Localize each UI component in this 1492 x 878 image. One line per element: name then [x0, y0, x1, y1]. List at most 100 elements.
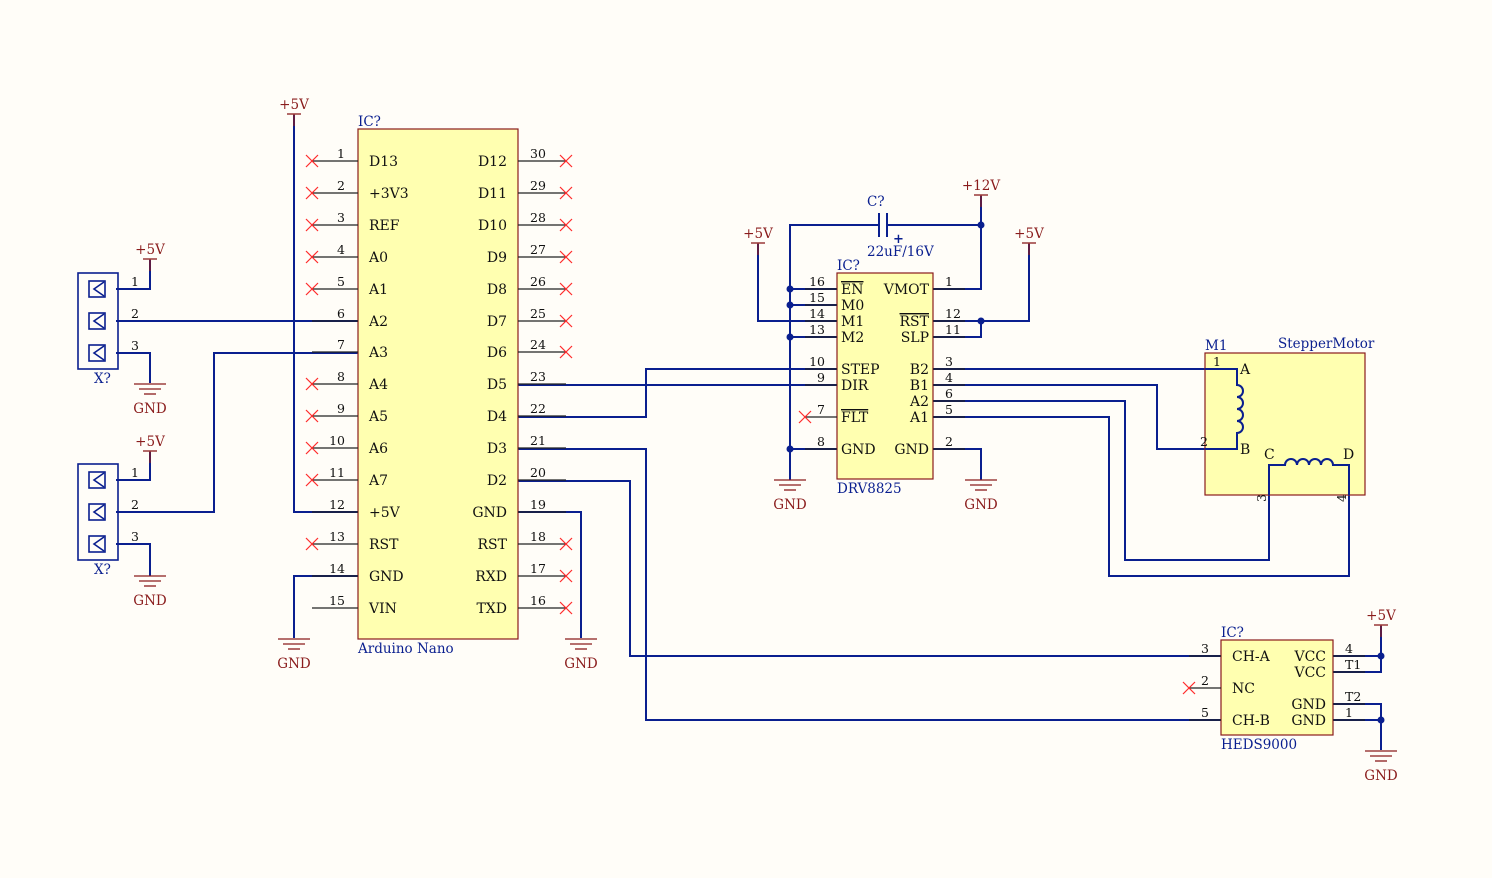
ground-symbol: GND — [133, 383, 167, 417]
connector-designator: X? — [94, 562, 111, 578]
no-connect-mark — [559, 282, 573, 296]
pin-number: 16 — [530, 593, 546, 608]
pin-name: NC — [1232, 681, 1255, 697]
pin-number: 22 — [530, 401, 546, 416]
nano-designator: IC? — [358, 114, 381, 130]
power-label: +12V — [962, 178, 1000, 194]
pin-number: 2 — [1201, 673, 1209, 688]
wire-nano-5v — [293, 115, 358, 513]
coil-label-b: B — [1240, 442, 1250, 458]
wire-x2-pin3-gnd — [116, 543, 151, 576]
pin-number: 17 — [530, 561, 546, 576]
power-symbol: +5V — [279, 97, 309, 126]
power-label: +5V — [279, 97, 309, 113]
pin-number: 8 — [337, 369, 345, 384]
arduino-nano[interactable]: IC? Arduino Nano 1D132+3V33REF4A05A16A27… — [305, 114, 573, 657]
wire-enc-gnd-t2 — [1333, 703, 1382, 720]
pin-number: 14 — [329, 561, 345, 576]
pin-number: 15 — [809, 290, 825, 305]
connector-pin-number: 2 — [131, 497, 139, 512]
pin-name: B1 — [910, 378, 929, 394]
power-symbol: +5V — [135, 434, 165, 463]
pin-name: GND — [1291, 713, 1326, 729]
no-connect-mark — [305, 441, 319, 455]
connector-pin-number: 2 — [131, 306, 139, 321]
encoder-name: HEDS9000 — [1221, 737, 1297, 753]
connector-pin-box — [88, 312, 106, 330]
no-connect-mark — [559, 250, 573, 264]
pin-name: D4 — [487, 409, 507, 425]
pin-name: D7 — [487, 314, 507, 330]
power-symbol: +5V — [1014, 226, 1044, 255]
ground-label: GND — [1364, 768, 1398, 784]
ground-symbol: GND — [564, 638, 598, 672]
nano-pins: 1D132+3V33REF4A05A16A27A38A49A510A611A71… — [305, 146, 573, 617]
pin-number: 7 — [817, 402, 825, 417]
pin-number: 7 — [337, 337, 345, 352]
pin-number: 10 — [809, 354, 825, 369]
power-label: +5V — [1014, 226, 1044, 242]
pin-number: T2 — [1345, 689, 1361, 704]
pin-number: 6 — [945, 386, 953, 401]
pin-name: RST — [478, 537, 508, 553]
pin-number: 5 — [337, 274, 345, 289]
pin-name: A0 — [368, 250, 388, 266]
pin-number: 21 — [530, 433, 546, 448]
stepper-motor[interactable]: M1 StepperMotor A B C D 1 2 3 4 — [1200, 336, 1375, 502]
pin-number: 29 — [530, 178, 546, 193]
pin-name: D8 — [487, 282, 507, 298]
drv8825[interactable]: IC? DRV8825 16EN15M014M113M210STEP9DIR7F… — [798, 258, 965, 497]
pin-number: 4 — [337, 242, 345, 257]
pin-name: REF — [369, 218, 400, 234]
junction — [977, 221, 985, 229]
connector-pin-number: 3 — [131, 529, 139, 544]
pin-name: A6 — [368, 441, 388, 457]
pin-name: A2 — [368, 314, 388, 330]
pin-number: 28 — [530, 210, 546, 225]
no-connect-mark — [305, 218, 319, 232]
connector-pin-box — [88, 471, 106, 489]
pin-name: M2 — [841, 330, 864, 346]
pin-number: 4 — [1345, 641, 1353, 656]
pin-number: 3 — [1201, 641, 1209, 656]
pin-name: CH-A — [1232, 649, 1271, 665]
power-label: +5V — [1366, 608, 1396, 624]
capacitor[interactable]: C? 22uF/16V + — [867, 194, 934, 260]
pin-number: 13 — [329, 529, 345, 544]
pin-number: 13 — [809, 322, 825, 337]
no-connect-mark — [559, 186, 573, 200]
ground-label: GND — [964, 497, 998, 513]
pin-name: A4 — [368, 377, 388, 393]
wire-a2-motor3 — [933, 400, 1270, 561]
pin-name: D9 — [487, 250, 507, 266]
connector-pin-arrow — [92, 345, 105, 361]
pin-number: 23 — [530, 369, 546, 384]
cap-designator: C? — [867, 194, 885, 210]
motor-pin-1: 1 — [1213, 354, 1221, 369]
coil-label-d: D — [1343, 447, 1354, 463]
cap-polarity: + — [893, 232, 904, 247]
motor-name: StepperMotor — [1278, 336, 1375, 352]
wire-d2-cha — [518, 480, 1221, 657]
pin-name: +3V3 — [369, 186, 409, 202]
pin-number: 1 — [337, 146, 345, 161]
pin-number: 12 — [945, 306, 961, 321]
pin-name: D11 — [478, 186, 507, 202]
wire-rst-5v — [981, 244, 1030, 322]
pin-name: A3 — [368, 345, 388, 361]
pin-name: A7 — [368, 473, 388, 489]
pin-name: A2 — [909, 394, 929, 410]
pin-number: 9 — [817, 370, 825, 385]
no-connect-mark — [305, 473, 319, 487]
pin-name: M0 — [841, 298, 864, 314]
pin-number: 18 — [530, 529, 546, 544]
ground-label: GND — [133, 593, 167, 609]
no-connect-mark — [559, 314, 573, 328]
pin-name: VMOT — [883, 282, 930, 298]
pin-name: D2 — [487, 473, 507, 489]
wire-nano-gnd-left — [293, 575, 358, 638]
